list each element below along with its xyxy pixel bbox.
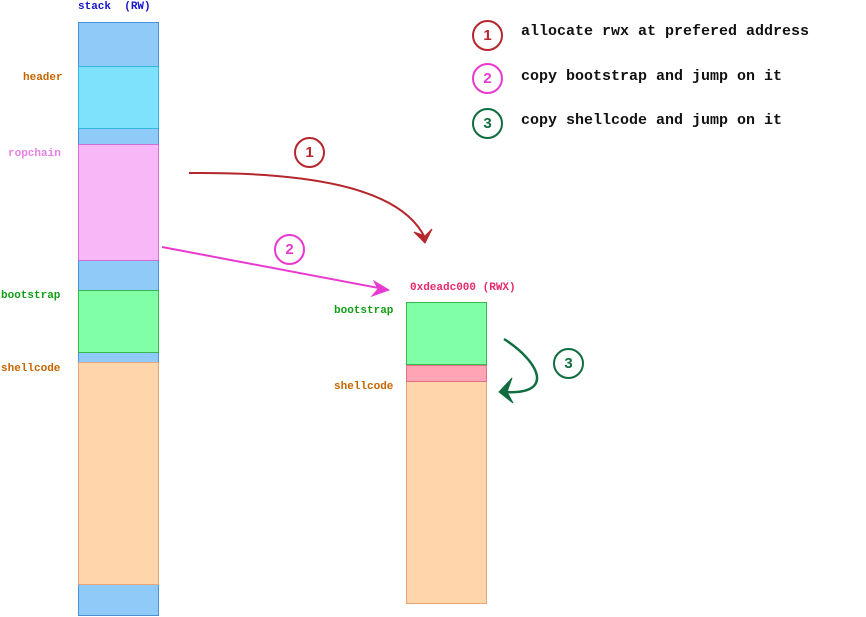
stack-label-ropchain: ropchain xyxy=(8,148,61,160)
rwx-bootstrap-block xyxy=(406,302,487,365)
stack-ropchain-block xyxy=(78,144,159,261)
rwx-title: 0xdeadc000 (RWX) xyxy=(410,282,516,294)
stack-label-shellcode: shellcode xyxy=(1,363,61,375)
stack-title: stack (RW) xyxy=(78,1,151,13)
stack-label-bootstrap: bootstrap xyxy=(1,290,61,302)
legend-text-3: copy shellcode and jump on it xyxy=(521,112,783,129)
arrow-step-1-head xyxy=(413,228,433,244)
rwx-gap-block xyxy=(406,365,487,382)
legend-badge-1: 1 xyxy=(472,20,503,51)
arrow-step-2-badge: 2 xyxy=(274,234,305,265)
legend-badge-2: 2 xyxy=(472,63,503,94)
rwx-address: 0xdeadc000 xyxy=(410,282,477,294)
arrow-step-3 xyxy=(503,337,539,394)
legend-text-1: allocate rwx at prefered address xyxy=(521,23,810,40)
arrow-step-3-badge: 3 xyxy=(553,348,584,379)
arrow-step-3-head xyxy=(498,377,514,404)
rwx-perm: (RWX) xyxy=(482,282,516,294)
arrow-step-2 xyxy=(161,246,385,290)
stack-header-block xyxy=(78,66,159,129)
arrow-step-1 xyxy=(188,171,426,239)
rwx-label-bootstrap: bootstrap xyxy=(334,305,394,317)
stack-bootstrap-block xyxy=(78,290,159,353)
stack-perm: (RW) xyxy=(124,1,151,13)
legend-text-2: copy bootstrap and jump on it xyxy=(521,68,783,85)
legend-badge-3: 3 xyxy=(472,108,503,139)
arrow-step-1-badge: 1 xyxy=(294,137,325,168)
rwx-label-shellcode: shellcode xyxy=(334,381,394,393)
stack-label-header: header xyxy=(23,72,63,84)
rwx-shellcode-block xyxy=(406,365,487,604)
arrow-step-2-head xyxy=(370,279,391,298)
stack-title-text: stack xyxy=(78,1,112,13)
stack-shellcode-block xyxy=(78,362,159,585)
